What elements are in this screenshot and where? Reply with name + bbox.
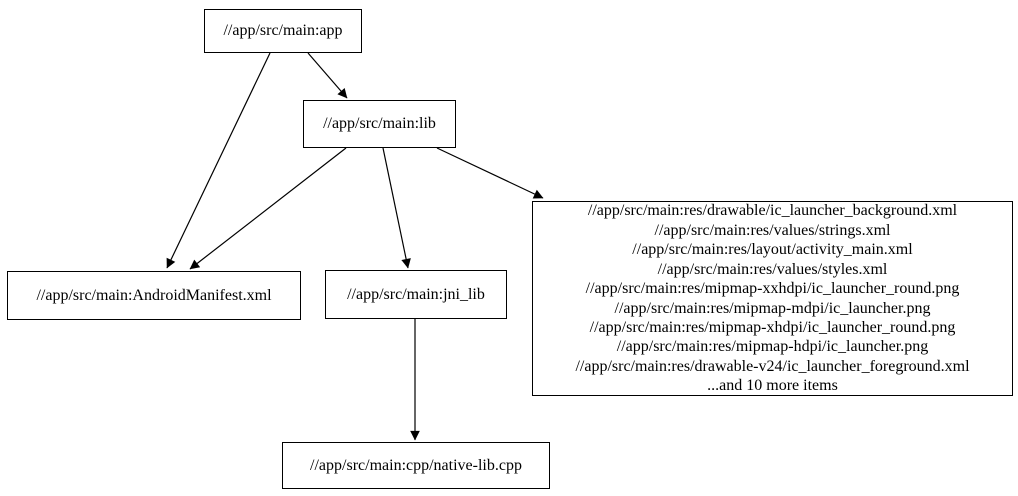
node-jni-lib: //app/src/main:jni_lib: [325, 270, 507, 319]
resource-line: //app/src/main:res/mipmap-mdpi/ic_launch…: [614, 299, 931, 317]
node-lib-label: //app/src/main:lib: [323, 115, 436, 133]
resource-line: //app/src/main:res/drawable-v24/ic_launc…: [575, 357, 970, 375]
resource-line: //app/src/main:res/mipmap-xxhdpi/ic_laun…: [585, 280, 960, 298]
resource-line: //app/src/main:res/mipmap-xhdpi/ic_launc…: [589, 318, 956, 336]
resource-line: //app/src/main:res/mipmap-hdpi/ic_launch…: [616, 338, 929, 356]
edge-lib-to-jni-lib: [382, 147, 411, 269]
resource-line: //app/src/main:res/drawable/ic_launcher_…: [587, 202, 958, 220]
node-app: //app/src/main:app: [204, 9, 362, 53]
edge-app-to-manifest: [166, 52, 271, 269]
node-android-manifest-label: //app/src/main:AndroidManifest.xml: [36, 286, 272, 304]
node-resources-group: //app/src/main:res/drawable/ic_launcher_…: [532, 201, 1013, 396]
edge-lib-to-resources: [436, 147, 544, 199]
edge-app-to-lib: [307, 52, 348, 99]
edge-lib-to-manifest: [189, 147, 347, 270]
node-app-label: //app/src/main:app: [223, 22, 343, 40]
node-android-manifest: //app/src/main:AndroidManifest.xml: [7, 271, 301, 320]
resource-line: //app/src/main:res/layout/activity_main.…: [632, 241, 913, 259]
resource-line: //app/src/main:res/values/strings.xml: [654, 221, 891, 239]
resource-more-items: ...and 10 more items: [707, 377, 838, 395]
node-native-lib-cpp: //app/src/main:cpp/native-lib.cpp: [282, 442, 550, 489]
resource-line: //app/src/main:res/values/styles.xml: [657, 260, 888, 278]
node-lib: //app/src/main:lib: [303, 100, 456, 148]
node-jni-lib-label: //app/src/main:jni_lib: [347, 285, 485, 303]
node-native-lib-cpp-label: //app/src/main:cpp/native-lib.cpp: [310, 456, 522, 474]
